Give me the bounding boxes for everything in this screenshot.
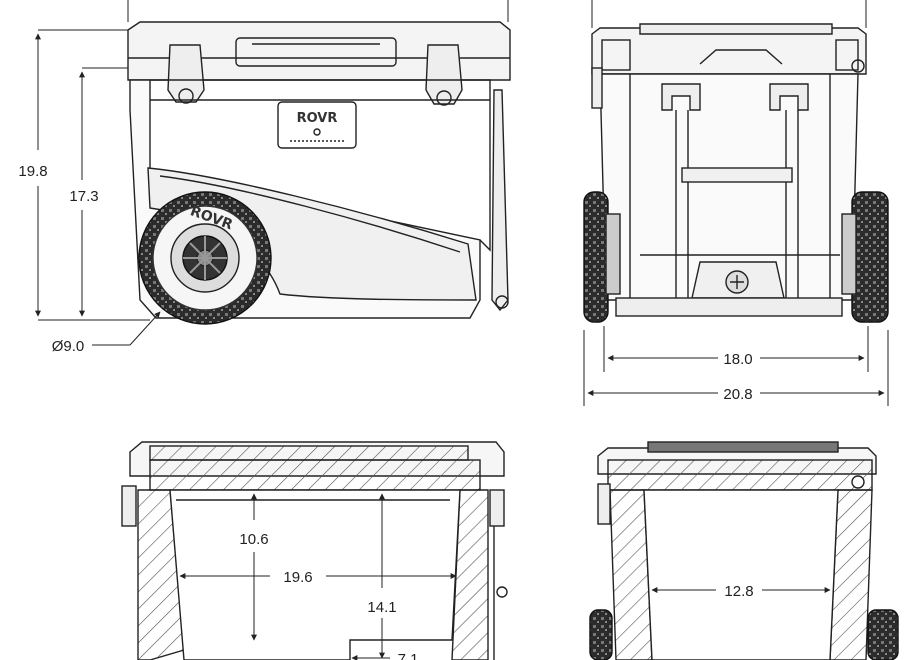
dim-end-section-width: 12.8 [724, 583, 753, 600]
dim-wheel-diameter: Ø9.0 [52, 338, 85, 355]
end-section-view [589, 441, 899, 660]
dim-overall-height: 19.8 [18, 163, 47, 180]
dim-section-depth: 10.6 [239, 531, 268, 548]
section-dimensions [179, 493, 457, 660]
front-dimensions [583, 0, 889, 406]
dim-section-bottom: 7.1 [398, 651, 419, 660]
dim-front-inner-width: 18.0 [723, 351, 752, 368]
side-dimensions [35, 0, 509, 346]
side-section-view [121, 441, 508, 660]
dim-section-length: 19.6 [283, 569, 312, 586]
dim-section-height: 14.1 [367, 599, 396, 616]
dim-front-overall-width: 20.8 [723, 386, 752, 403]
front-view [583, 23, 889, 323]
side-view: ROVR ROVR [127, 21, 511, 325]
dim-body-height: 17.3 [69, 188, 98, 205]
logo-wordmark: ROVR [297, 111, 338, 126]
side-wheel: ROVR [138, 191, 272, 325]
